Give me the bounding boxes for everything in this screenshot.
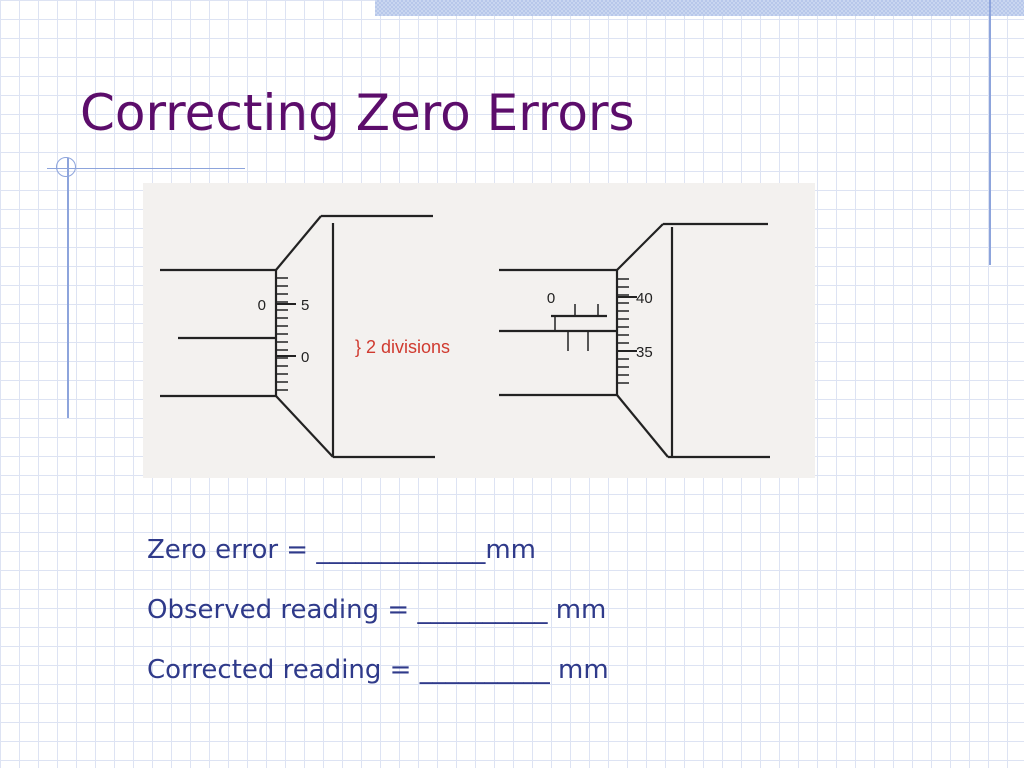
circle-decor-icon	[56, 157, 76, 177]
corrected-reading-line: Corrected reading = __________ mm	[147, 650, 609, 710]
zero-error-unit: mm	[485, 535, 537, 565]
right-thimble-lower-label: 35	[636, 344, 653, 361]
slide-title: Correcting Zero Errors	[80, 84, 635, 142]
divisions-annotation: } 2 divisions	[355, 337, 450, 357]
reading-lines: Zero error = _____________mm Observed re…	[147, 530, 609, 710]
corrected-reading-label: Corrected reading =	[147, 655, 420, 685]
right-decor-line	[989, 0, 991, 265]
zero-error-line: Zero error = _____________mm	[147, 530, 609, 590]
left-main-scale-label: 0	[258, 297, 266, 314]
observed-reading-label: Observed reading =	[147, 595, 418, 625]
zero-error-blank: _____________	[316, 535, 486, 565]
left-thimble-lower-label: 0	[301, 349, 309, 366]
observed-reading-unit: mm	[547, 595, 607, 625]
corrected-reading-blank: __________	[419, 655, 550, 685]
left-thimble-upper-label: 5	[301, 297, 309, 314]
left-decor-line	[67, 158, 69, 418]
right-main-scale-label: 0	[547, 290, 555, 307]
corrected-reading-unit: mm	[549, 655, 609, 685]
title-underline-decor	[47, 168, 245, 169]
header-decoration-band	[375, 0, 1024, 16]
observed-reading-line: Observed reading = __________ mm	[147, 590, 609, 650]
micrometer-figure: 0 5 0 0 40 35 } 2 divisions	[143, 183, 815, 478]
right-thimble-upper-label: 40	[636, 290, 653, 307]
observed-reading-blank: __________	[417, 595, 548, 625]
micrometer-diagram: 0 5 0 0 40 35 } 2 divisions	[160, 214, 770, 459]
zero-error-label: Zero error =	[147, 535, 317, 565]
